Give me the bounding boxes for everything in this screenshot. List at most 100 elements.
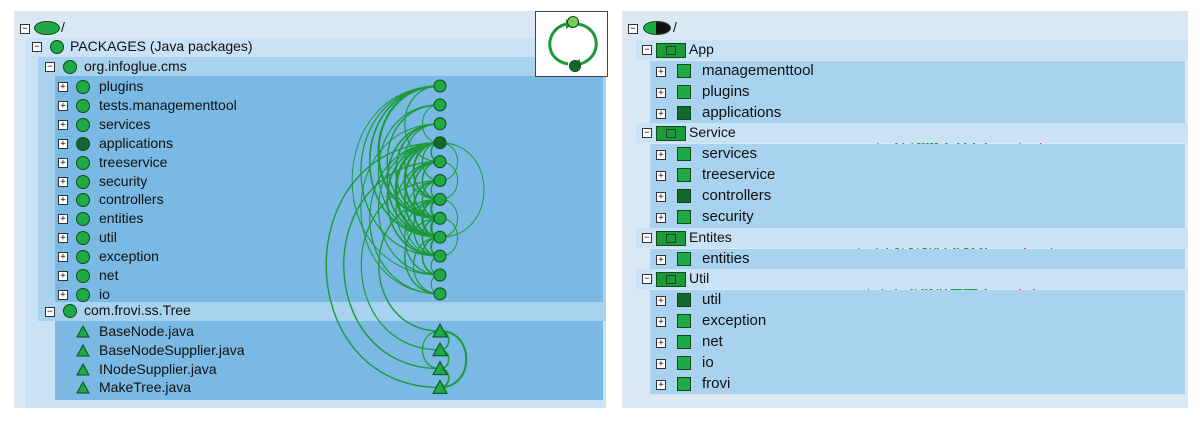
org-item-toggle[interactable]: + xyxy=(58,138,68,149)
group-icon xyxy=(656,126,686,142)
group-toggle[interactable]: − xyxy=(642,232,652,243)
packages-toggle[interactable]: − xyxy=(32,42,42,52)
left-arc-node xyxy=(433,268,447,282)
left-band-org-items xyxy=(55,76,603,302)
org-item-node xyxy=(76,136,90,151)
left-arc-node xyxy=(433,98,447,112)
org-item-node xyxy=(76,287,90,302)
right-item-toggle[interactable]: + xyxy=(656,212,666,223)
org-item-node xyxy=(76,98,90,113)
right-item-node xyxy=(677,251,691,266)
left-arc-node xyxy=(433,249,447,263)
frovi-item-icon xyxy=(76,325,90,338)
right-item-node xyxy=(677,355,691,370)
org-item-toggle[interactable]: + xyxy=(58,195,68,206)
right-item-node xyxy=(677,293,691,308)
right-item-toggle[interactable]: + xyxy=(656,358,666,369)
left-arc-node xyxy=(433,136,447,150)
right-item-toggle[interactable]: + xyxy=(656,317,666,328)
right-group-band xyxy=(636,123,1188,144)
right-item-toggle[interactable]: + xyxy=(656,338,666,348)
left-arc-node xyxy=(433,117,447,131)
left-dependency-arc xyxy=(360,179,441,351)
org-toggle[interactable]: − xyxy=(45,62,55,72)
cycle-icon xyxy=(548,16,598,72)
right-item-node xyxy=(677,376,691,391)
right-item-toggle[interactable]: + xyxy=(656,87,666,98)
org-item-label: util xyxy=(99,229,117,246)
right-item-toggle[interactable]: + xyxy=(656,67,666,77)
right-item-toggle[interactable]: + xyxy=(656,254,666,265)
right-items-band xyxy=(650,144,1185,228)
left-root-toggle[interactable]: − xyxy=(20,24,30,34)
left-dependency-arc xyxy=(413,236,441,295)
frovi-toggle[interactable]: − xyxy=(45,307,55,317)
right-item-toggle[interactable]: + xyxy=(656,296,666,307)
right-item-toggle[interactable]: + xyxy=(656,150,666,161)
org-item-node xyxy=(76,155,90,170)
packages-node xyxy=(50,40,64,54)
right-item-label: exception xyxy=(702,312,767,330)
org-item-label: security xyxy=(99,172,148,189)
org-item-toggle[interactable]: + xyxy=(58,233,68,244)
right-item-label: util xyxy=(702,291,722,309)
org-node xyxy=(63,60,77,74)
group-icon xyxy=(656,43,686,58)
left-root-label: / xyxy=(61,19,65,35)
group-label: Util xyxy=(689,270,710,287)
group-icon xyxy=(656,230,686,246)
group-toggle[interactable]: − xyxy=(642,128,652,139)
right-items-band xyxy=(650,248,1185,270)
org-item-toggle[interactable]: + xyxy=(58,289,68,300)
org-item-toggle[interactable]: + xyxy=(58,252,68,263)
group-label: Service xyxy=(689,124,736,141)
group-toggle[interactable]: − xyxy=(642,45,652,55)
right-items-band xyxy=(650,290,1185,395)
left-dependency-arc xyxy=(360,85,441,257)
left-dependency-arc xyxy=(404,217,441,295)
right-item-node xyxy=(677,314,691,329)
right-item-node xyxy=(677,64,691,78)
right-item-label: treeservice xyxy=(702,166,776,184)
group-toggle[interactable]: − xyxy=(642,274,652,285)
org-item-label: entities xyxy=(99,210,144,227)
org-item-toggle[interactable]: + xyxy=(58,214,68,225)
left-dependency-arc xyxy=(343,160,441,370)
org-item-toggle[interactable]: + xyxy=(58,119,68,130)
left-arc-node xyxy=(432,341,448,357)
org-item-toggle[interactable]: + xyxy=(58,176,68,187)
org-item-toggle[interactable]: + xyxy=(58,271,68,281)
right-item-node xyxy=(677,84,691,99)
right-item-node xyxy=(677,168,691,183)
right-group-band xyxy=(636,269,1188,290)
left-arc-node xyxy=(433,155,447,169)
right-item-toggle[interactable]: + xyxy=(656,171,666,182)
org-item-node xyxy=(76,250,90,265)
left-arc-node xyxy=(433,192,447,206)
right-item-toggle[interactable]: + xyxy=(656,379,666,390)
frovi-label: com.frovi.ss.Tree xyxy=(84,302,191,318)
right-root-toggle[interactable]: − xyxy=(628,24,638,34)
org-item-node xyxy=(76,193,90,208)
org-item-label: controllers xyxy=(99,191,164,208)
left-dependency-arc xyxy=(439,142,485,238)
left-dependency-arc xyxy=(351,85,441,276)
left-dependency-arc xyxy=(404,198,441,276)
left-band-frovi-items xyxy=(55,321,603,400)
right-item-label: controllers xyxy=(702,187,772,204)
frovi-item-label: INodeSupplier.java xyxy=(99,360,217,377)
right-group-band xyxy=(636,227,1188,248)
right-item-node xyxy=(677,189,691,203)
org-item-label: applications xyxy=(99,134,173,151)
left-root-icon xyxy=(34,21,60,35)
right-item-toggle[interactable]: + xyxy=(656,192,666,202)
right-item-toggle[interactable]: + xyxy=(656,108,666,119)
left-dependency-arc xyxy=(378,198,441,332)
org-item-toggle[interactable]: + xyxy=(58,100,68,111)
left-arc-node xyxy=(433,79,447,93)
packages-label: PACKAGES (Java packages) xyxy=(70,38,253,54)
org-item-toggle[interactable]: + xyxy=(58,82,68,92)
org-item-label: plugins xyxy=(99,78,144,94)
org-item-toggle[interactable]: + xyxy=(58,157,68,168)
left-dependency-arc xyxy=(325,142,441,389)
